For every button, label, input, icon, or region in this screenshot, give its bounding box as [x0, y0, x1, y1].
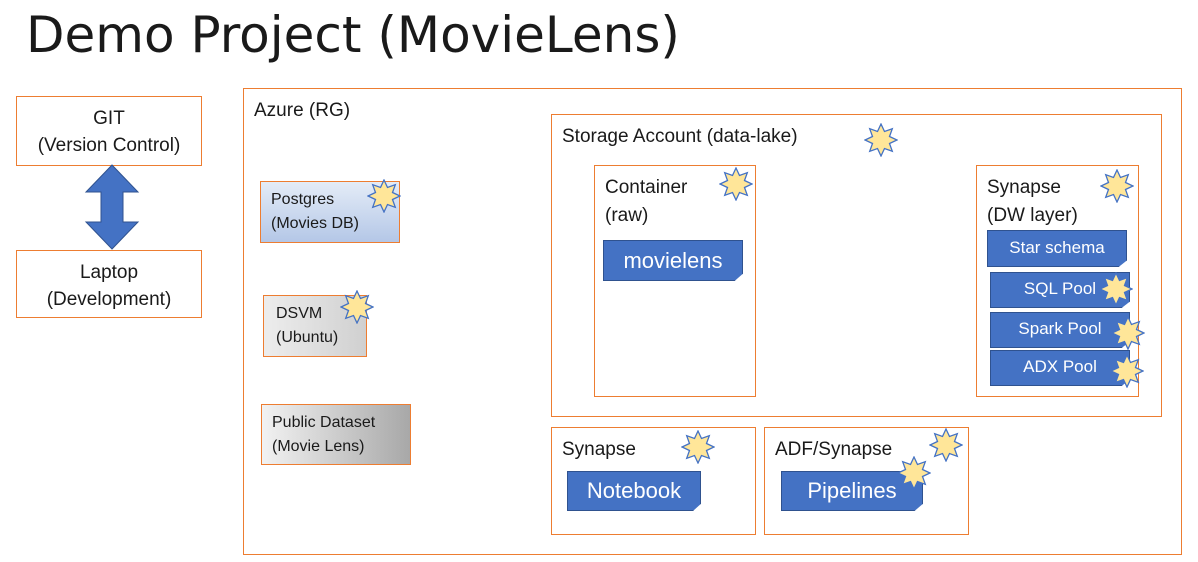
storage-account-label: Storage Account (data-lake) [562, 126, 798, 147]
dsvm-box: DSVM (Ubuntu) [263, 295, 367, 357]
git-sublabel: (Version Control) [37, 135, 181, 156]
star-icon [340, 290, 374, 324]
container-label: Container [605, 177, 688, 198]
dsvm-sublabel: (Ubuntu) [276, 329, 339, 346]
star-schema-document: Star schema [987, 230, 1127, 267]
pipelines-document: Pipelines [781, 471, 923, 511]
notebook-document: Notebook [567, 471, 701, 511]
star-icon [897, 456, 931, 490]
star-icon [1099, 272, 1133, 306]
public-dataset-box: Public Dataset (Movie Lens) [261, 404, 411, 465]
azure-label: Azure (RG) [254, 100, 351, 121]
star-icon [719, 167, 753, 201]
laptop-sublabel: (Development) [46, 289, 172, 310]
public-dataset-label: Public Dataset [272, 414, 376, 431]
public-dataset-sublabel: (Movie Lens) [272, 438, 365, 455]
star-icon [1111, 316, 1145, 350]
star-icon [1100, 169, 1134, 203]
adx-pool-document: ADX Pool [990, 350, 1130, 386]
git-label: GIT [93, 108, 125, 129]
star-icon [1110, 354, 1144, 388]
synapse-dw-sublabel: (DW layer) [987, 205, 1078, 226]
double-arrow-icon [84, 164, 140, 250]
git-box: GIT (Version Control) [16, 96, 202, 166]
star-icon [367, 179, 401, 213]
synapse-notebook-label: Synapse [562, 439, 636, 460]
dsvm-label: DSVM [276, 305, 323, 322]
adf-synapse-label: ADF/Synapse [775, 439, 893, 460]
spark-pool-document: Spark Pool [990, 312, 1130, 348]
laptop-label: Laptop [79, 262, 139, 283]
laptop-box: Laptop (Development) [16, 250, 202, 318]
star-icon [864, 123, 898, 157]
synapse-dw-label: Synapse [987, 177, 1061, 198]
postgres-sublabel: (Movies DB) [271, 215, 360, 232]
container-box: Container (raw) [594, 165, 756, 397]
postgres-label: Postgres [271, 191, 335, 208]
page-title: Demo Project (MovieLens) [26, 6, 680, 64]
movielens-document: movielens [603, 240, 743, 281]
star-icon [681, 430, 715, 464]
star-icon [929, 428, 963, 462]
container-sublabel: (raw) [605, 205, 649, 226]
postgres-box: Postgres (Movies DB) [260, 181, 400, 243]
